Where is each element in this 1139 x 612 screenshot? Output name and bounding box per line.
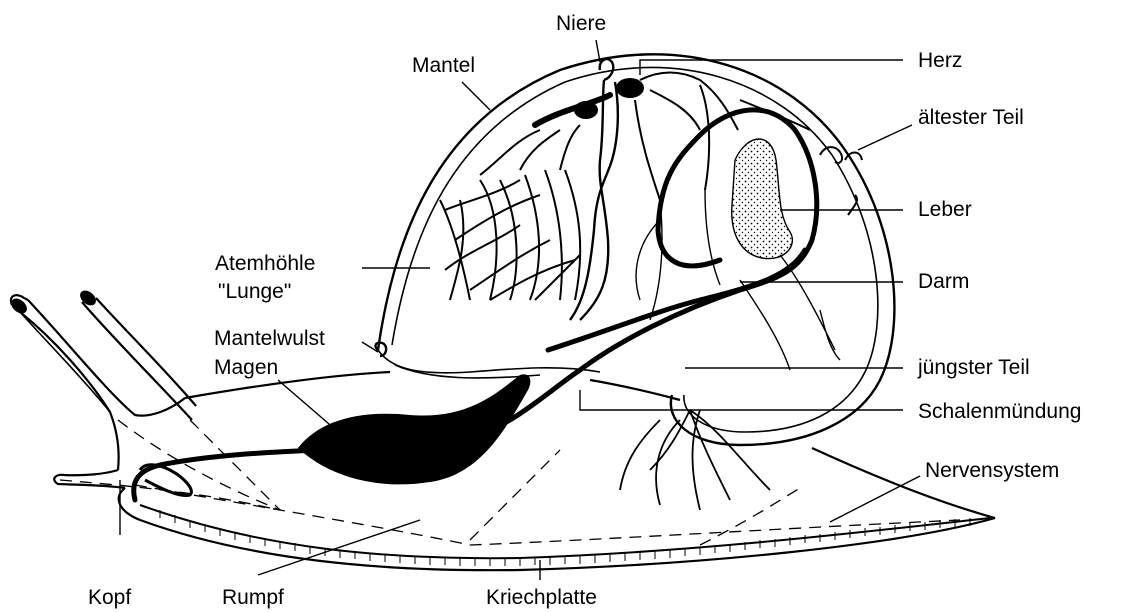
label-lunge: "Lunge"	[218, 280, 291, 303]
label-aeltester-teil: ältester Teil	[918, 106, 1024, 129]
left-tentacle-stalk	[20, 312, 110, 412]
label-mantel: Mantel	[412, 54, 475, 77]
sole-hatching	[160, 510, 970, 566]
nerve-dashes	[60, 420, 960, 545]
mantle-collar	[378, 350, 600, 373]
label-rumpf: Rumpf	[222, 586, 284, 609]
label-herz: Herz	[918, 49, 962, 72]
label-magen: Magen	[214, 356, 278, 379]
shell-apex-coils	[820, 147, 862, 163]
label-darm: Darm	[918, 270, 969, 293]
body-outline	[20, 312, 995, 570]
liver	[732, 139, 793, 259]
label-kopf: Kopf	[88, 586, 131, 609]
stomach	[298, 374, 530, 484]
label-schalenmuendung: Schalenmündung	[918, 400, 1081, 423]
label-juengster-teil: jüngster Teil	[917, 356, 1030, 379]
label-mantelwulst: Mantelwulst	[214, 327, 325, 350]
label-nervensystem: Nervensystem	[925, 459, 1059, 482]
right-eye-stalk-tip	[77, 288, 99, 309]
label-atemhoehle: Atemhöhle	[215, 252, 315, 275]
label-niere: Niere	[556, 12, 606, 35]
foot-sole	[140, 505, 990, 558]
body-upper-neck	[28, 300, 185, 416]
lung-network	[440, 78, 644, 300]
label-kriechplatte: Kriechplatte	[486, 586, 597, 609]
label-leber: Leber	[918, 198, 972, 221]
nerve-branches	[620, 410, 770, 510]
